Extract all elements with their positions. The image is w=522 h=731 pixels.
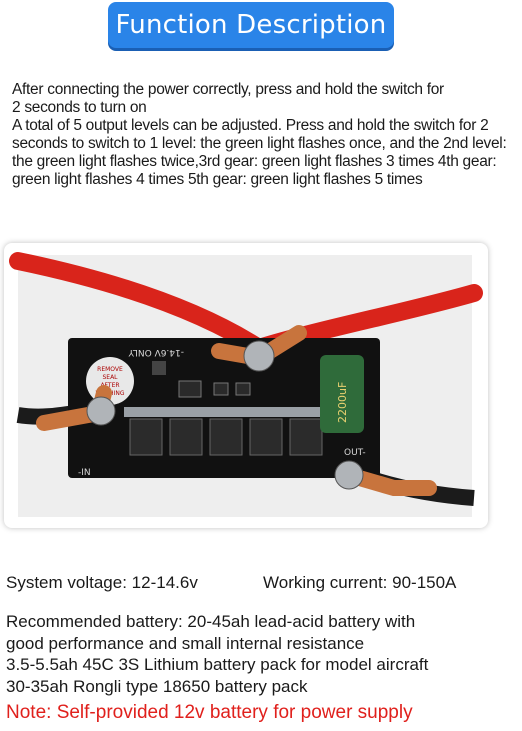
product-photo: -14.6V ONLY REMOVE SEAL AFTER WASHING 22… [4, 243, 488, 528]
function-description-title: Function Description [108, 2, 394, 48]
capacitor-label: 2200uF [336, 382, 349, 423]
recommended-line-1: Recommended battery: 20-45ah lead-acid b… [6, 612, 416, 631]
out-minus-label: OUT- [344, 448, 366, 458]
working-current: Working current: 90-150A [263, 573, 457, 592]
function-description-text: After connecting the power correctly, pr… [12, 81, 518, 189]
chip-small-1 [213, 382, 229, 396]
red-cable-left [9, 252, 268, 357]
rongli-line: 30-35ah Rongli type 18650 battery pack [6, 676, 308, 696]
bolt-top [243, 340, 275, 372]
lithium-line: 3.5-5.5ah 45C 3S Lithium battery pack fo… [6, 655, 429, 674]
sticker-line-1: REMOVE [97, 366, 123, 373]
description-line-2: 2 seconds to turn on [12, 99, 147, 116]
copper-lug-right [341, 467, 437, 496]
mosfet-row [129, 418, 323, 456]
bolt-left [86, 396, 116, 426]
push-switch [152, 361, 166, 375]
description-line-1: After connecting the power correctly, pr… [12, 81, 444, 98]
in-minus-label: -IN [78, 468, 91, 478]
recommended-line-2: good performance and small internal resi… [6, 633, 365, 653]
battery-recommendation: Recommended battery: 20-45ah lead-acid b… [6, 611, 518, 697]
spot-welder-board-illustration: -14.6V ONLY REMOVE SEAL AFTER WASHING 22… [9, 252, 483, 517]
capacitor [320, 355, 364, 433]
chip-u2 [178, 380, 202, 398]
chip-small-2 [235, 382, 251, 396]
power-supply-note: Note: Self-provided 12v battery for powe… [6, 702, 413, 723]
board-label: -14.6V ONLY [128, 347, 184, 357]
sticker-line-3: AFTER [100, 382, 119, 389]
description-paragraph-2: A total of 5 output levels can be adjust… [12, 117, 507, 188]
bolt-right [334, 460, 364, 490]
bus-bar [124, 407, 336, 417]
sticker-line-2: SEAL [102, 374, 118, 381]
system-voltage: System voltage: 12-14.6v [6, 573, 198, 592]
